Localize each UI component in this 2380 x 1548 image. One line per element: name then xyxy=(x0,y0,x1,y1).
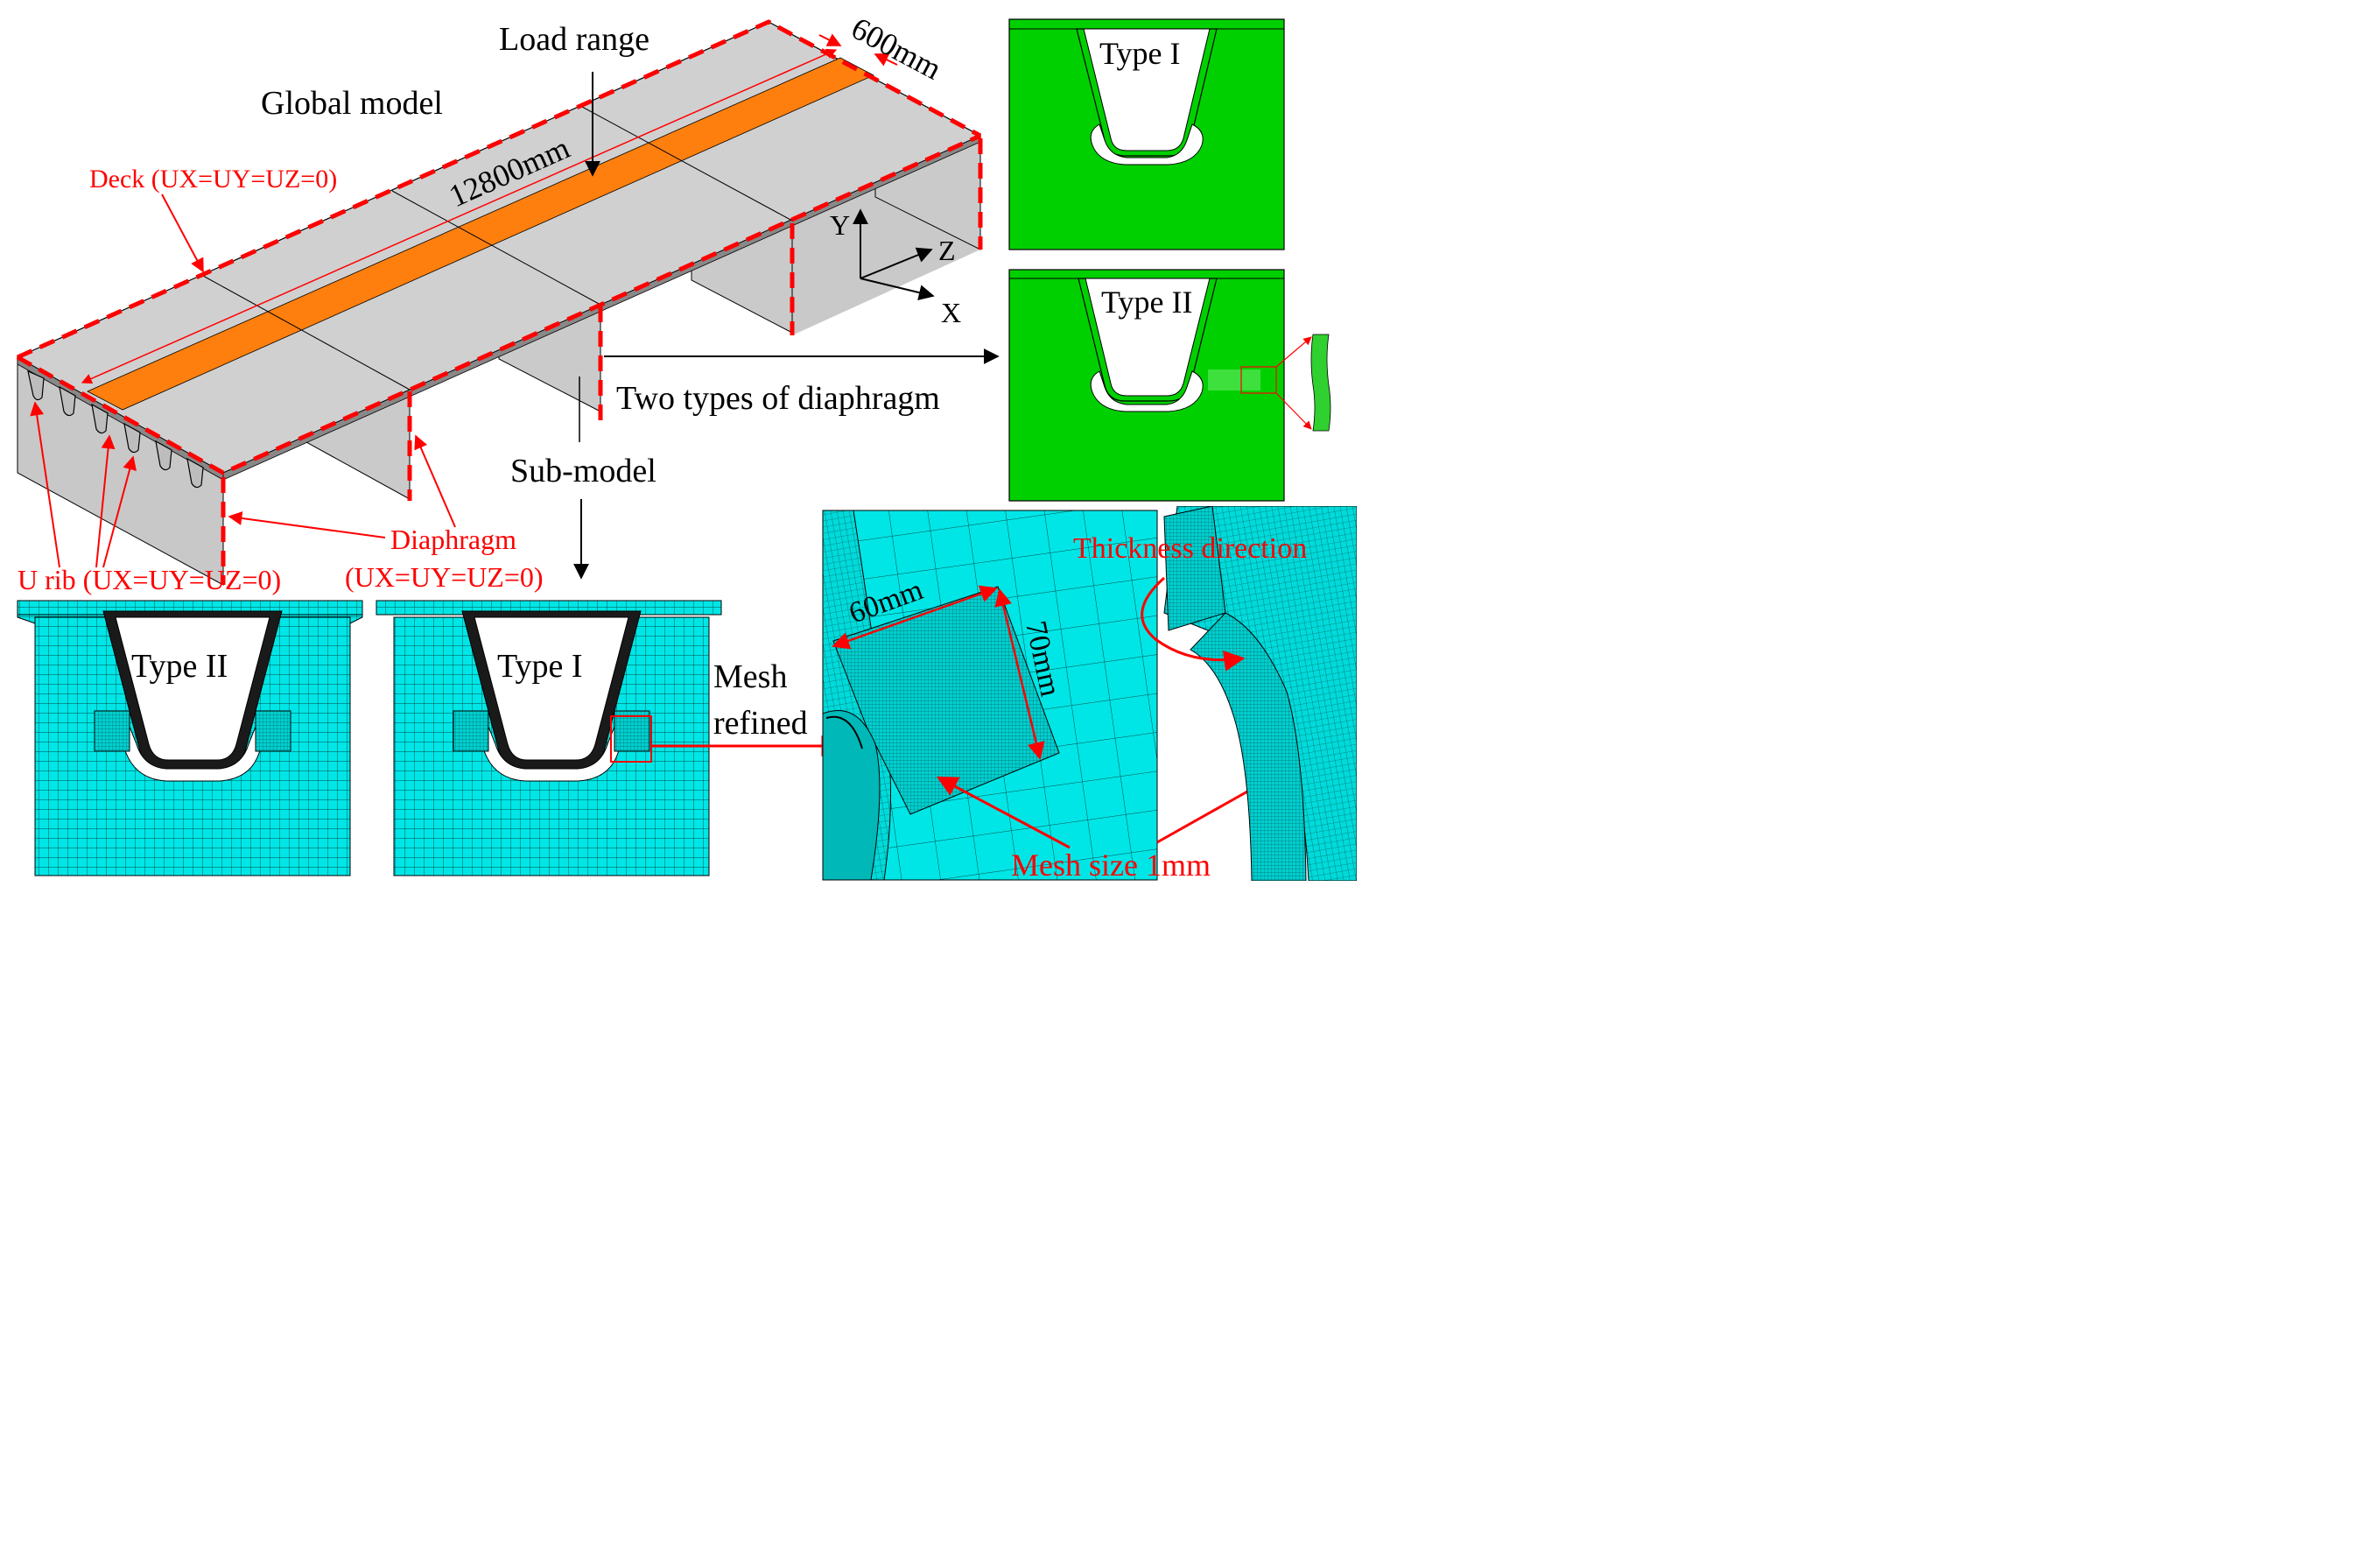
axis-z-label: Z xyxy=(938,235,956,266)
u-rib-arrow xyxy=(30,401,60,568)
mesh-refined-line2: refined xyxy=(713,705,808,742)
mesh-type-2: Type II xyxy=(17,600,363,876)
thickness-detail xyxy=(1163,506,1357,881)
span-dimension-line xyxy=(81,48,838,384)
deck-bc-label: Deck (UX=UY=UZ=0) xyxy=(89,165,337,194)
mesh-size-arrow xyxy=(936,776,1071,849)
load-width-dimension xyxy=(818,33,842,46)
axis-x-label: X xyxy=(941,297,961,328)
u-ribs xyxy=(27,369,204,489)
type-1-label: Type I xyxy=(1099,36,1180,71)
thickness-direction-label: Thickness direction xyxy=(1073,532,1307,565)
type-2-label: Type II xyxy=(1101,285,1192,320)
global-model xyxy=(16,19,983,586)
diaphragm-label: Diaphragm xyxy=(390,524,516,555)
axis-y-label: Y xyxy=(830,209,850,241)
two-types-label: Two types of diaphragm xyxy=(616,380,940,417)
dim-70-line xyxy=(994,588,1045,760)
u-rib-bc-label: U rib (UX=UY=UZ=0) xyxy=(18,564,281,595)
type-2-diaphragm-panel: Type II xyxy=(1008,269,1331,502)
dim-60-line xyxy=(832,585,998,650)
diaphragm-arrow xyxy=(228,510,386,538)
diaphragm-arrow xyxy=(414,434,456,528)
mesh-type-1: Type I xyxy=(376,600,722,876)
deck-bc-arrow xyxy=(161,194,204,273)
thickness-arrow xyxy=(1141,576,1246,672)
mesh-refined-line1: Mesh xyxy=(713,658,787,695)
load-range-label: Load range xyxy=(499,21,649,58)
load-width-dimension xyxy=(874,53,898,67)
global-model-label: Global model xyxy=(261,85,443,122)
u-rib-arrow xyxy=(102,455,137,568)
type-1-diaphragm-panel: Type I xyxy=(1008,18,1285,250)
axis-triad: Y Z X xyxy=(830,208,961,328)
sub-model-label: Sub-model xyxy=(510,453,656,489)
refined-mesh-detail xyxy=(823,510,1157,880)
mesh-type-1-label: Type I xyxy=(497,648,583,685)
fe-model-figure: Global model Load range 600mm 12800mm De… xyxy=(16,11,1357,883)
diaphragm-detail-profile xyxy=(1310,334,1331,432)
mesh-size-label: Mesh size 1mm xyxy=(1011,848,1211,883)
u-rib-arrow xyxy=(95,434,116,568)
mesh-type-2-label: Type II xyxy=(131,648,228,685)
refined-mesh-frame xyxy=(822,510,1158,881)
diaphragm-bc-label: (UX=UY=UZ=0) xyxy=(345,561,544,593)
